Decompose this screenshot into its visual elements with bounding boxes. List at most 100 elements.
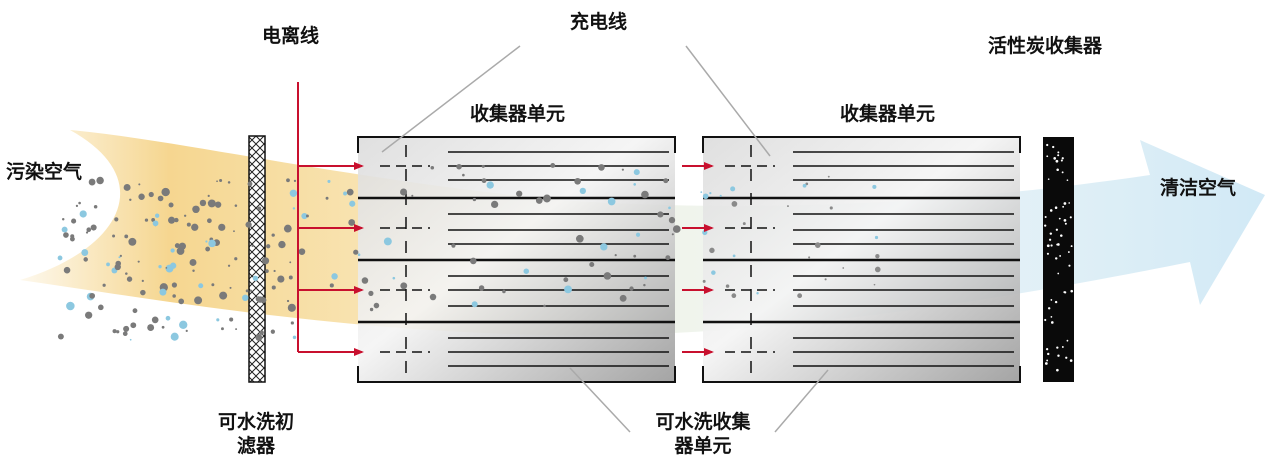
particle: [731, 201, 738, 207]
particle: [235, 328, 238, 330]
carbon-speck: [1053, 157, 1057, 160]
particle: [178, 242, 186, 250]
carbon-speck: [1044, 362, 1048, 365]
carbon-speck: [1064, 222, 1067, 225]
particle: [207, 194, 210, 198]
particle: [90, 224, 97, 231]
particle: [78, 201, 81, 205]
particle: [183, 214, 187, 217]
particle: [158, 265, 162, 269]
particle: [872, 184, 877, 189]
particle: [411, 194, 414, 197]
particle: [270, 329, 275, 334]
particle: [123, 325, 130, 332]
particle: [357, 253, 361, 257]
particle: [535, 197, 543, 204]
particle: [218, 223, 226, 231]
particle: [88, 178, 96, 186]
particle: [490, 200, 499, 209]
carbon-speck: [1044, 224, 1047, 227]
particle: [125, 272, 128, 275]
collector-unit-1: [357, 136, 676, 383]
particle: [255, 334, 263, 341]
carbon-speck: [1063, 219, 1067, 222]
particle: [290, 321, 294, 325]
carbon-speck: [1056, 168, 1059, 172]
particle: [478, 285, 485, 291]
particle: [633, 183, 637, 186]
carbon-speck: [1067, 251, 1070, 253]
particle: [641, 190, 649, 199]
particle: [172, 294, 176, 298]
particle: [306, 214, 309, 218]
particle: [194, 296, 203, 305]
carbon-speck: [1050, 315, 1053, 318]
particle: [469, 257, 477, 265]
particle: [179, 320, 188, 329]
particle: [579, 187, 586, 195]
particle: [400, 188, 408, 196]
particle: [132, 308, 138, 314]
particle: [603, 272, 612, 280]
carbon-speck: [1046, 244, 1050, 248]
particle: [114, 263, 121, 271]
particle: [83, 257, 88, 262]
carbon-speck: [1047, 352, 1050, 356]
particle: [151, 316, 159, 324]
particle: [665, 255, 671, 261]
particle: [643, 283, 646, 287]
particle: [165, 315, 171, 321]
particle: [155, 213, 160, 218]
particle: [89, 292, 96, 299]
particle: [702, 279, 706, 283]
particle: [266, 244, 271, 249]
particle: [70, 234, 75, 239]
particle: [198, 283, 204, 289]
particle: [563, 277, 569, 283]
carbon-speck: [1063, 202, 1067, 205]
particle: [98, 304, 104, 311]
particle: [523, 268, 530, 274]
particle: [543, 194, 551, 203]
particle: [207, 218, 212, 224]
particle: [114, 217, 119, 222]
particle: [161, 325, 165, 329]
particle: [614, 254, 617, 257]
carbon-speck: [1065, 356, 1068, 359]
carbon-speck: [1047, 178, 1050, 180]
label-carbon-collector: 活性炭收集器: [988, 35, 1103, 57]
particle: [564, 285, 572, 294]
unit1-top-bracket: [357, 136, 676, 153]
carbon-speck: [1058, 217, 1061, 220]
carbon-speck: [1057, 354, 1060, 357]
particle: [189, 259, 197, 266]
particle: [709, 191, 712, 195]
particle: [245, 221, 252, 228]
particle: [152, 220, 159, 227]
particle: [233, 230, 235, 233]
particle: [671, 233, 674, 236]
particle: [207, 201, 210, 204]
particle: [289, 261, 292, 264]
particle: [373, 302, 380, 309]
particle: [138, 183, 141, 186]
particle: [711, 270, 716, 275]
label-clean-air: 清洁空气: [1160, 177, 1237, 199]
label-collector-unit-1: 收集器单元: [470, 103, 566, 125]
carbon-speck: [1068, 202, 1071, 204]
particle: [589, 261, 595, 267]
carbon-speck: [1046, 252, 1049, 255]
particle: [216, 318, 220, 322]
particle: [277, 275, 285, 283]
particle: [368, 290, 374, 296]
carbon-speck: [1068, 264, 1071, 267]
particle: [75, 204, 79, 207]
ionization-wire: [297, 82, 714, 356]
carbon-speck: [1054, 206, 1058, 209]
particle: [286, 299, 290, 303]
particle: [329, 283, 334, 288]
particle: [348, 219, 356, 226]
carbon-speck: [1056, 243, 1059, 246]
particle: [63, 232, 69, 238]
particle: [842, 267, 845, 269]
